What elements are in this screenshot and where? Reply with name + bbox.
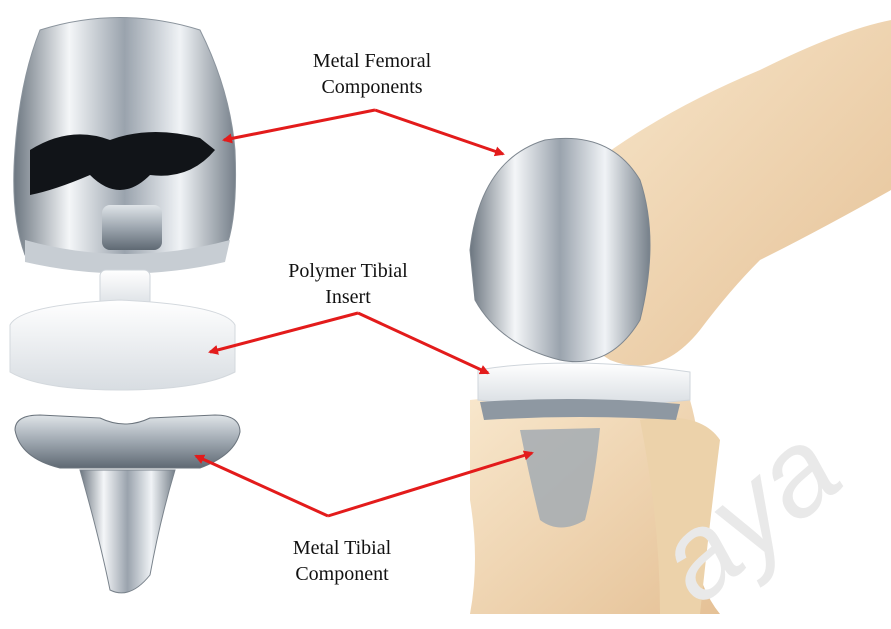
tibial-component-image xyxy=(15,415,240,593)
knee-implant-diagram: aya Metal Femoral Components Polymer Tib… xyxy=(0,0,891,614)
arrow-insert-right xyxy=(358,313,488,373)
femoral-component-image xyxy=(14,18,236,274)
label-metal-tibial-component: Metal Tibial Component xyxy=(242,535,442,587)
arrow-tibial-left xyxy=(196,456,328,516)
label-line: Metal Tibial xyxy=(242,535,442,561)
label-metal-femoral-components: Metal Femoral Components xyxy=(272,48,472,100)
label-line: Insert xyxy=(248,284,448,310)
label-line: Component xyxy=(242,561,442,587)
label-polymer-tibial-insert: Polymer Tibial Insert xyxy=(248,258,448,310)
polymer-insert-image xyxy=(10,270,235,390)
label-line: Metal Femoral xyxy=(272,48,472,74)
arrow-femoral-right xyxy=(375,110,503,154)
arrow-femoral-left xyxy=(224,110,375,140)
label-line: Components xyxy=(272,74,472,100)
label-line: Polymer Tibial xyxy=(248,258,448,284)
